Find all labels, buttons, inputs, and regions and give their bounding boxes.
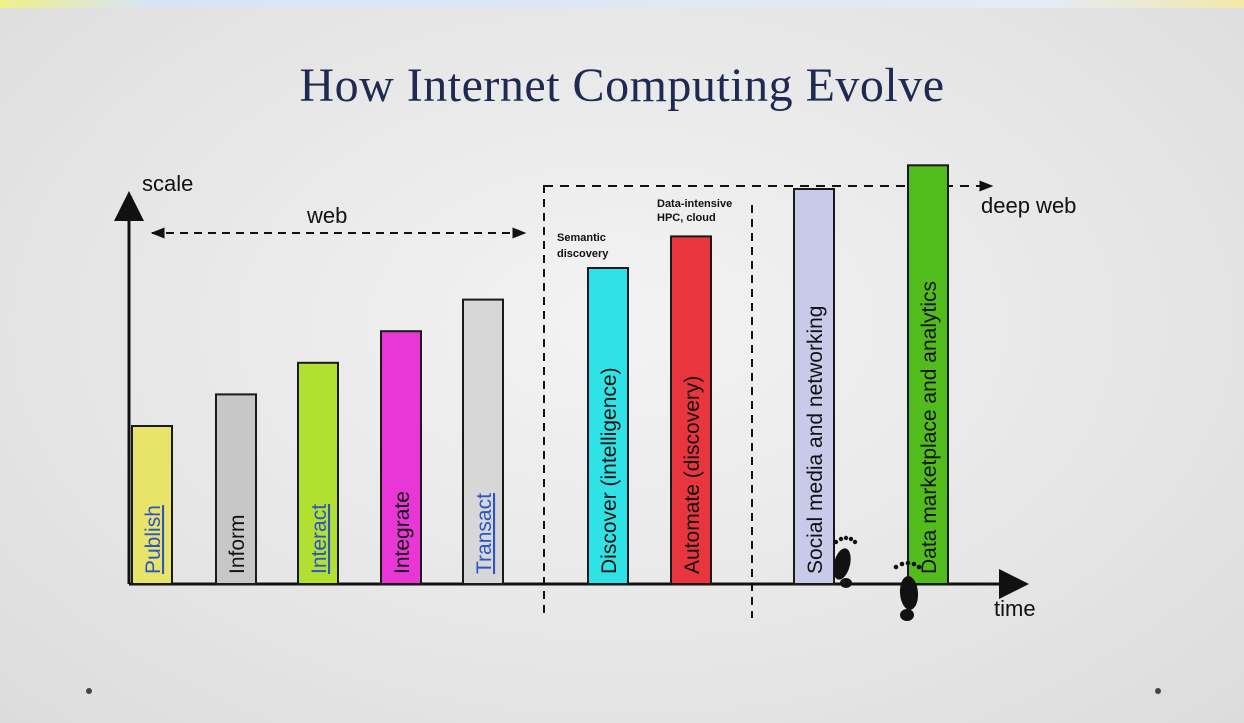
bar-label-social-media-and-networking: Social media and networking [804, 306, 827, 575]
data-intensive-annotation-line-1: Data-intensive [657, 198, 732, 210]
bar-inform [215, 393, 257, 585]
web-annotation: web [306, 203, 347, 228]
bar-publish [131, 425, 173, 585]
bar-interact [297, 361, 339, 585]
semantic-annotation-line-1: Semantic [557, 232, 606, 244]
bar-label-automate-discovery: Automate (discovery) [681, 376, 704, 574]
bar-integrate [380, 330, 422, 586]
data-intensive-annotation-line-2: HPC, cloud [657, 212, 716, 224]
data-intensive-annotation: Data-intensive HPC, cloud [657, 198, 735, 224]
bar-discover-intelligence [587, 267, 629, 585]
footprints-icon [833, 535, 922, 621]
semantic-annotation: Semantic discovery [557, 232, 609, 260]
bar-social-media-and-networking [793, 188, 835, 585]
bar-data-marketplace-and-analytics [907, 164, 949, 586]
bar-label-inform: Inform [226, 514, 249, 574]
x-axis-label: time [994, 596, 1036, 621]
bar-label-interact[interactable]: Interact [308, 504, 331, 574]
bar-label-integrate: Integrate [391, 491, 414, 574]
deep-web-annotation: deep web [981, 193, 1076, 218]
bar-transact [462, 298, 504, 585]
bar-label-publish[interactable]: Publish [142, 505, 165, 574]
slide-title: How Internet Computing Evolve [299, 59, 945, 112]
y-axis-label: scale [142, 171, 193, 196]
bar-label-transact[interactable]: Transact [473, 493, 496, 574]
top-decorative-band [0, 0, 1244, 8]
bullet-left [86, 688, 92, 694]
bar-label-discover-intelligence: Discover (intelligence) [598, 367, 621, 574]
bar-label-data-marketplace-and-analytics: Data marketplace and analytics [918, 281, 941, 574]
bars-group: Publish Inform Interact Integrate Transact Di… [131, 164, 949, 586]
bar-automate-discovery [670, 235, 712, 585]
semantic-annotation-line-2: discovery [557, 248, 609, 260]
bullet-right [1155, 688, 1161, 694]
